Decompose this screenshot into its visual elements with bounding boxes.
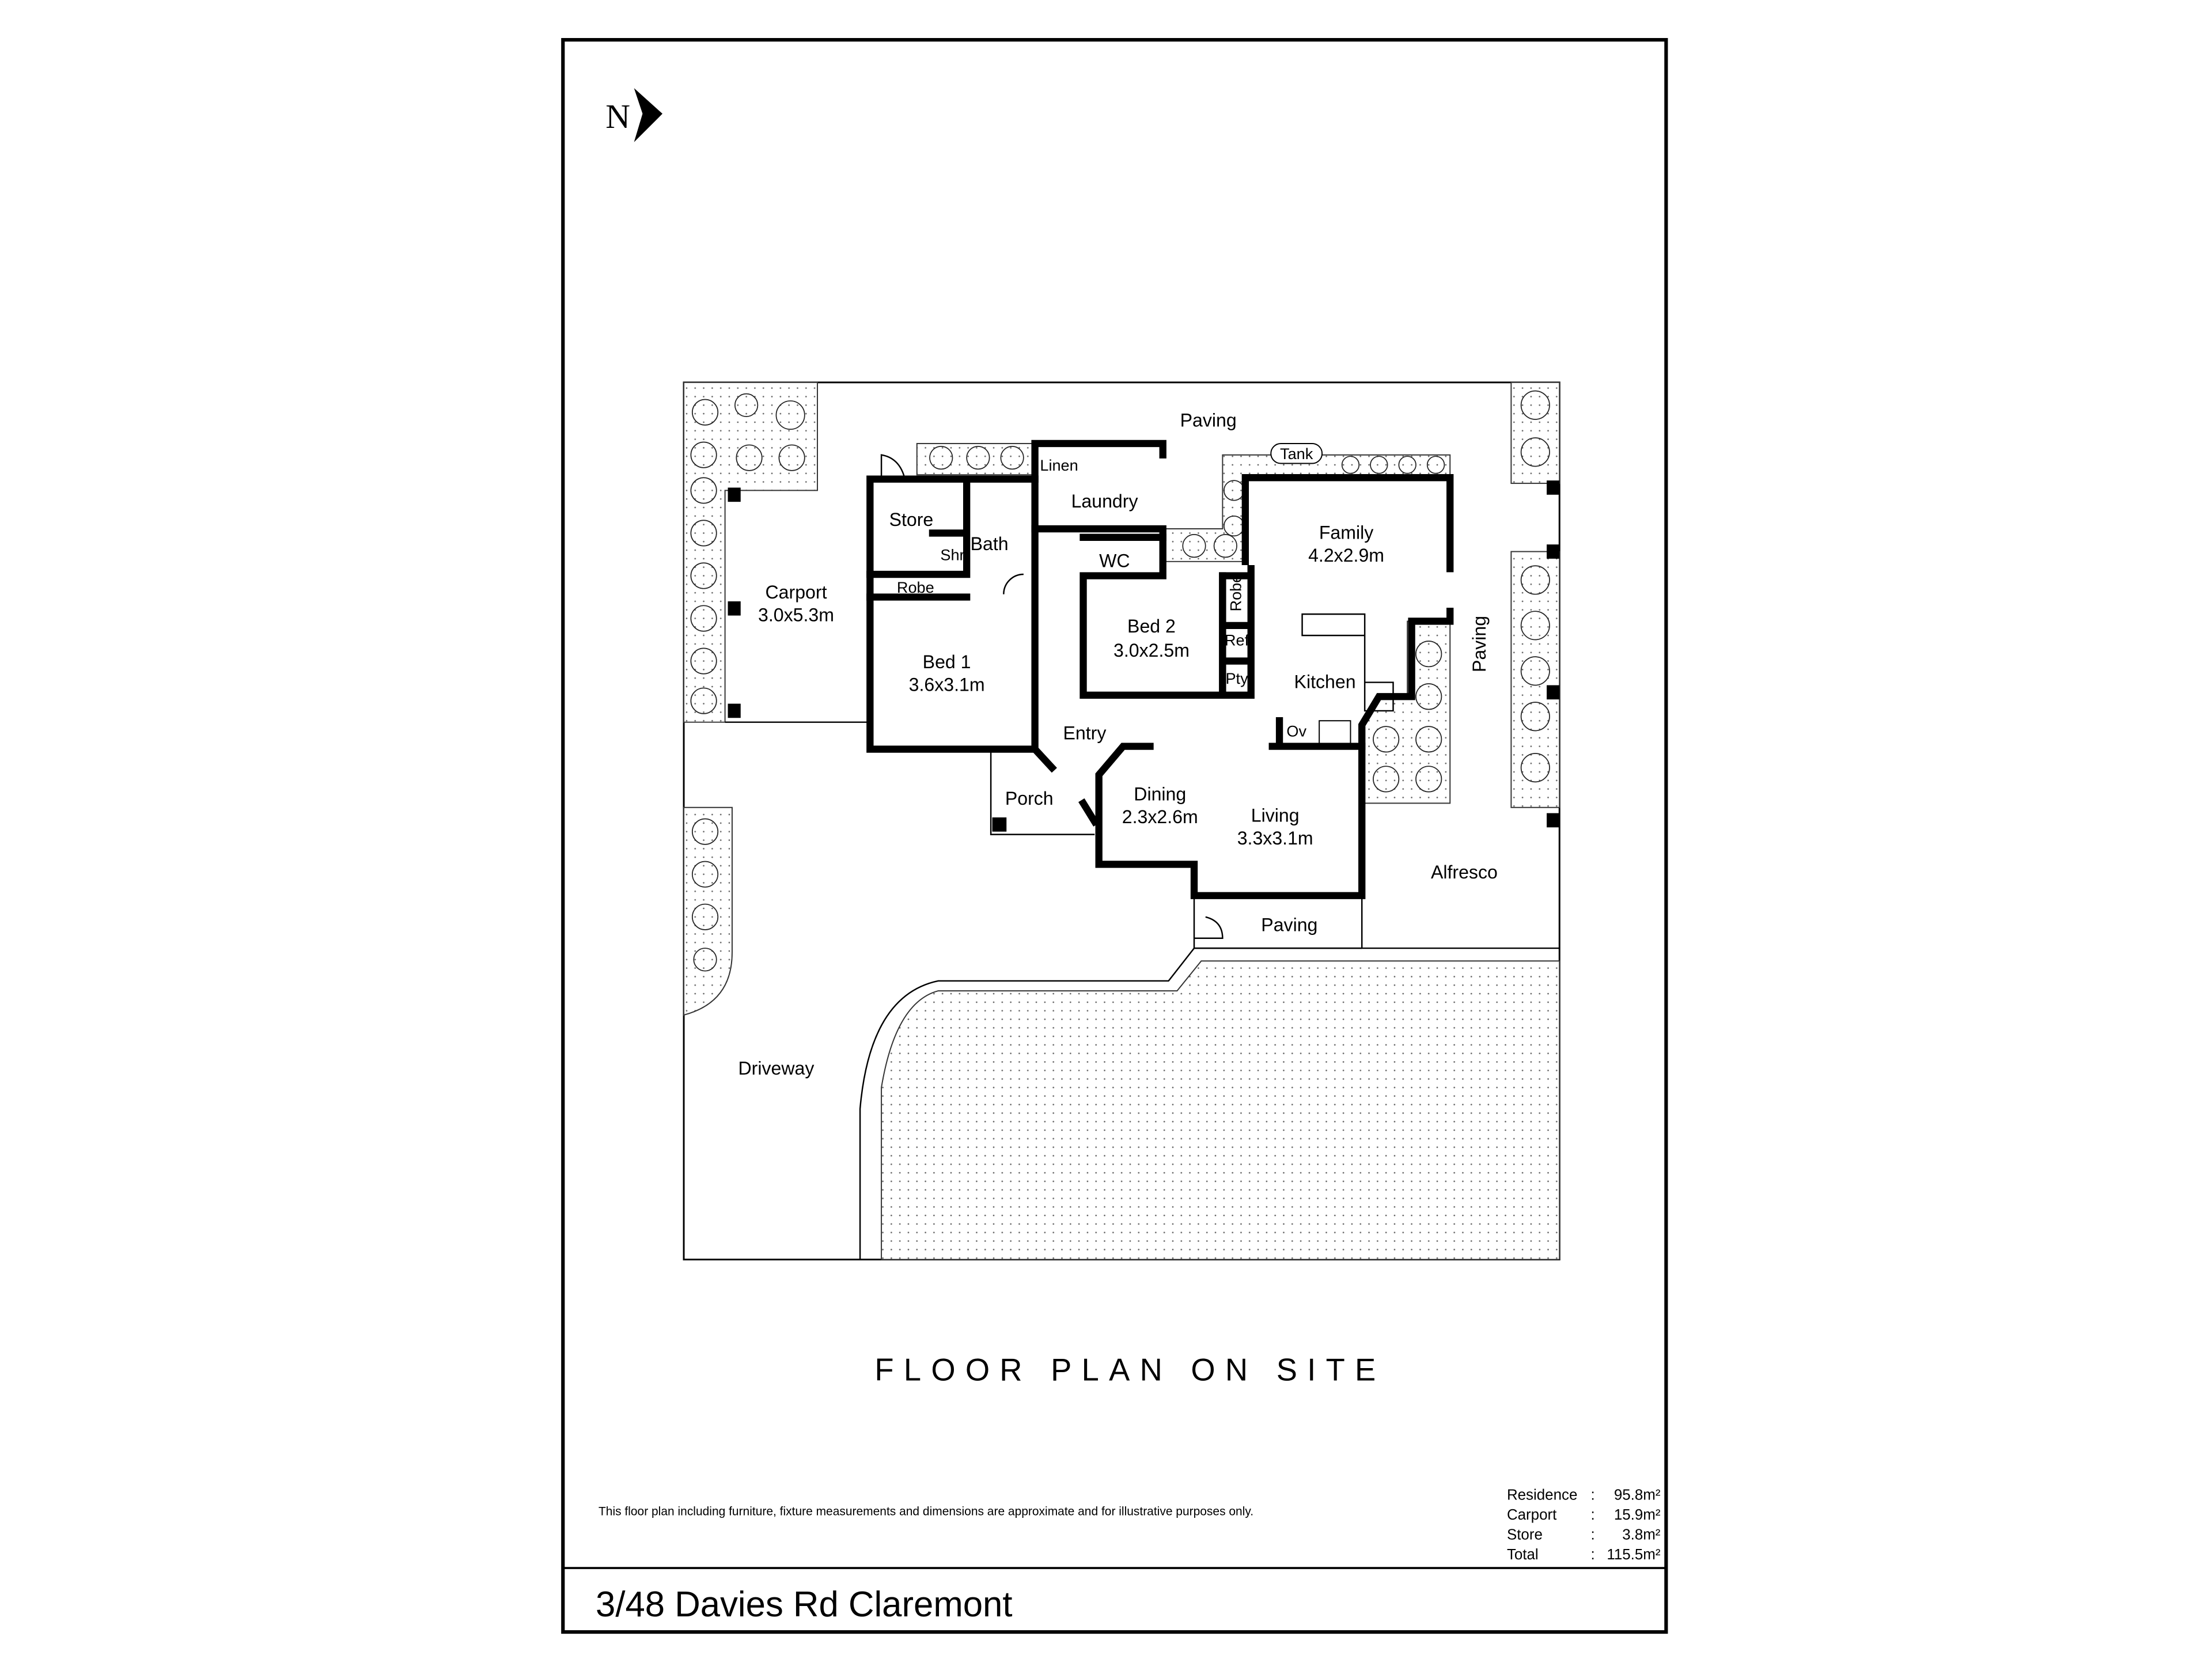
label-wc: WC (1099, 551, 1130, 571)
lawn-area (881, 960, 1560, 1260)
label-paving-right: Paving (1469, 616, 1490, 672)
label-paving-bottom: Paving (1261, 914, 1317, 935)
plant-symbols (690, 390, 1550, 972)
label-dining-dim: 2.3x2.6m (1122, 806, 1198, 827)
disclaimer: This floor plan including furniture, fix… (599, 1505, 1253, 1518)
label-kitchen: Kitchen (1294, 671, 1356, 692)
label-entry: Entry (1063, 722, 1107, 743)
label-living-dim: 3.3x3.1m (1237, 828, 1313, 849)
label-bed2-dim: 3.0x2.5m (1113, 640, 1190, 661)
label-ref: Ref (1225, 631, 1249, 649)
porch-paving-edges (990, 749, 1363, 949)
cooktop-icon (1319, 720, 1351, 744)
label-linen: Linen (1040, 456, 1078, 474)
kitchen-bench (1301, 613, 1394, 712)
areas-table: Residence : 95.8m² Carport : 15.9m² Stor… (1507, 1487, 1661, 1563)
area-value: 115.5m² (1607, 1547, 1660, 1563)
area-label: Carport (1507, 1507, 1557, 1523)
area-sep: : (1591, 1547, 1595, 1563)
label-living: Living (1251, 805, 1300, 825)
label-driveway: Driveway (738, 1058, 815, 1079)
label-bed1: Bed 1 (923, 652, 971, 672)
north-arrow-icon: N (605, 88, 663, 142)
area-value: 15.9m² (1614, 1507, 1661, 1523)
area-label: Residence (1507, 1487, 1577, 1503)
area-value: 95.8m² (1614, 1487, 1661, 1503)
door-swings (880, 454, 1224, 940)
label-porch: Porch (1005, 788, 1054, 809)
area-sep: : (1591, 1507, 1595, 1523)
label-paving-top: Paving (1180, 410, 1237, 430)
room-labels: Paving Tank Linen Laundry Store Shr Bath… (738, 410, 1498, 1078)
label-store: Store (889, 509, 934, 530)
label-tank: Tank (1280, 445, 1313, 463)
label-robe-1: Robe (897, 578, 934, 596)
label-bath: Bath (971, 533, 1009, 554)
label-ov: Ov (1286, 722, 1306, 740)
label-dining: Dining (1134, 783, 1186, 804)
area-label: Store (1507, 1527, 1543, 1543)
label-family: Family (1319, 522, 1373, 543)
label-laundry: Laundry (1071, 491, 1138, 512)
label-carport-dim: 3.0x5.3m (758, 604, 834, 625)
property-address: 3/48 Davies Rd Claremont (596, 1585, 1012, 1624)
label-robe-2: Robe (1226, 574, 1244, 612)
label-carport: Carport (766, 582, 827, 603)
label-shr: Shr (940, 546, 964, 563)
label-alfresco: Alfresco (1431, 862, 1498, 882)
plan-heading: FLOOR PLAN ON SITE (874, 1352, 1385, 1387)
label-pty: Pty (1225, 669, 1248, 687)
label-bed1-dim: 3.6x3.1m (909, 674, 985, 695)
label-family-dim: 4.2x2.9m (1308, 545, 1384, 566)
area-sep: : (1591, 1527, 1595, 1543)
label-bed2: Bed 2 (1127, 616, 1176, 637)
pillars (728, 480, 1560, 832)
area-sep: : (1591, 1487, 1595, 1503)
north-label: N (605, 97, 630, 135)
area-label: Total (1507, 1547, 1539, 1563)
sheet-border (561, 38, 1668, 1634)
area-value: 3.8m² (1622, 1527, 1661, 1543)
